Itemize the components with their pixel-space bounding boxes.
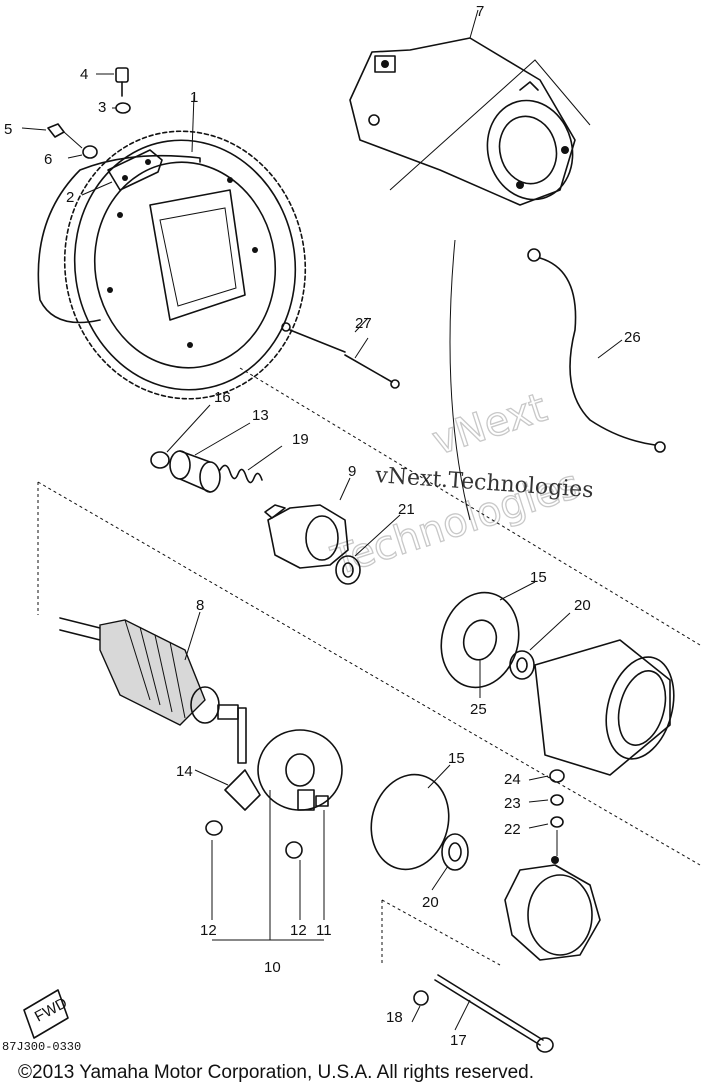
- part-oring-plate-washer-upper: [440, 581, 571, 698]
- label-15b: 15: [448, 750, 465, 767]
- label-2: 2: [66, 189, 74, 206]
- label-26: 26: [624, 329, 641, 346]
- label-12b: 12: [290, 922, 307, 939]
- label-15a: 15: [530, 569, 547, 586]
- label-16: 16: [214, 389, 231, 406]
- part-rod: [281, 317, 400, 389]
- part-through-bolt: [381, 899, 554, 1053]
- watermark-outline-line1: vNext: [427, 385, 552, 465]
- label-24: 24: [504, 771, 521, 788]
- label-7: 7: [476, 3, 484, 20]
- label-25: 25: [470, 701, 487, 718]
- part-oring-washer-lower: [370, 764, 469, 891]
- part-washer-21: [335, 514, 401, 585]
- label-9: 9: [348, 463, 356, 480]
- watermark: vNext Technologies vNext.Technologies: [325, 384, 594, 585]
- callout-labels: 1 2 3 4 5 6 7 8 9 10 11 12 12 13 14 15 1…: [4, 3, 641, 1049]
- part-yoke: [534, 639, 675, 776]
- part-collar-bushing-spring: [150, 404, 283, 493]
- label-20a: 20: [574, 597, 591, 614]
- part-armature: [59, 611, 239, 726]
- label-21: 21: [398, 501, 415, 518]
- part-lead-wire: [449, 239, 666, 521]
- part-brush-plate: [194, 707, 343, 941]
- label-5: 5: [4, 121, 12, 138]
- label-19: 19: [292, 431, 309, 448]
- label-14: 14: [176, 763, 193, 780]
- label-27: 27: [355, 315, 372, 332]
- label-4: 4: [80, 66, 88, 83]
- alignment-line-lower: [37, 481, 701, 866]
- label-23: 23: [504, 795, 521, 812]
- label-1: 1: [190, 89, 198, 106]
- label-20b: 20: [422, 894, 439, 911]
- part-bracket-and-bolts: [21, 67, 163, 196]
- label-12a: 12: [200, 922, 217, 939]
- label-22: 22: [504, 821, 521, 838]
- label-3: 3: [98, 99, 106, 116]
- label-6: 6: [44, 151, 52, 168]
- label-10: 10: [264, 959, 281, 976]
- part-ring-gear-housing: [37, 94, 307, 400]
- copyright-notice: ©2013 Yamaha Motor Corporation, U.S.A. A…: [18, 1062, 534, 1083]
- diagram-code: 87J300-0330: [2, 1040, 81, 1054]
- label-17: 17: [450, 1032, 467, 1049]
- label-8: 8: [196, 597, 204, 614]
- forward-direction-badge: FWD: [23, 989, 70, 1039]
- label-18: 18: [386, 1009, 403, 1026]
- part-end-cover: [504, 769, 601, 961]
- label-13: 13: [252, 407, 269, 424]
- part-clutch-gear: [264, 477, 351, 569]
- label-11: 11: [316, 922, 332, 939]
- part-starter-motor-assembly: [349, 9, 591, 206]
